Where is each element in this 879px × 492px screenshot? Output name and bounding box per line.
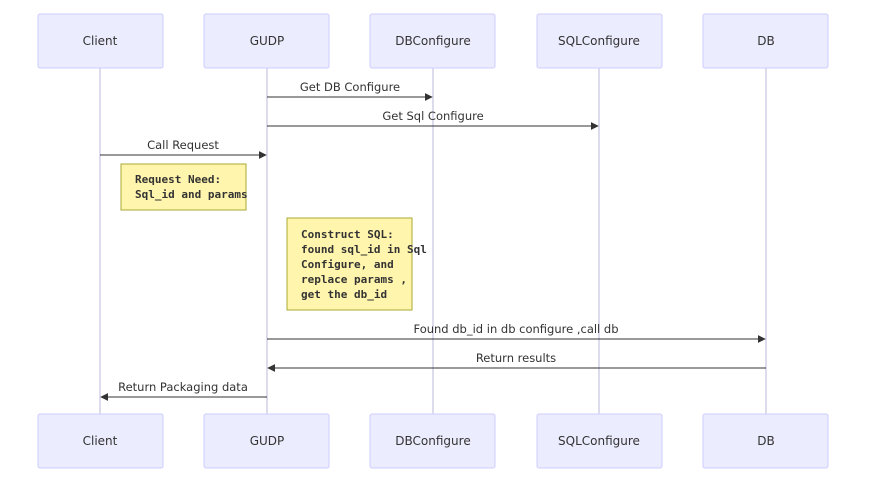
actor-db-top: DB	[702, 13, 829, 69]
actor-db-bottom: DB	[702, 413, 829, 469]
message-return-results: Return results	[267, 351, 766, 372]
actor-gudp-label-top: GUDP	[250, 34, 285, 48]
actor-client-bottom: Client	[37, 413, 164, 469]
message-label: Get Sql Configure	[382, 109, 483, 123]
actor-sqlconfigure-label-top: SQLConfigure	[558, 34, 640, 48]
note-line: Request Need:	[135, 173, 221, 186]
note-line: Sql_id and params	[135, 188, 248, 201]
note-line: Configure, and	[301, 258, 394, 271]
actor-gudp-top: GUDP	[203, 13, 330, 69]
actor-sqlconfigure-top: SQLConfigure	[536, 13, 663, 69]
message-label: Get DB Configure	[300, 80, 400, 94]
actor-sqlconfigure-bottom: SQLConfigure	[536, 413, 663, 469]
message-label: Return results	[476, 351, 556, 365]
message-found-db-id: Found db_id in db configure ,call db	[267, 322, 766, 343]
message-return-packaging-data: Return Packaging data	[100, 380, 267, 401]
actor-sqlconfigure-label-bottom: SQLConfigure	[558, 434, 640, 448]
actor-client-top: Client	[37, 13, 164, 69]
message-get-sql-configure: Get Sql Configure	[267, 109, 599, 130]
actor-client-label-top: Client	[83, 34, 118, 48]
note-line: Construct SQL:	[301, 228, 394, 241]
actor-dbconfigure-label-bottom: DBConfigure	[395, 434, 470, 448]
actor-gudp-bottom: GUDP	[203, 413, 330, 469]
message-label: Found db_id in db configure ,call db	[413, 322, 618, 336]
message-get-db-configure: Get DB Configure	[267, 80, 433, 101]
note-line: replace params ,	[301, 273, 407, 286]
message-label: Return Packaging data	[118, 380, 248, 394]
actor-db-label-top: DB	[757, 34, 774, 48]
actor-db-label-bottom: DB	[757, 434, 774, 448]
message-call-request: Call Request	[100, 138, 267, 159]
actor-dbconfigure-bottom: DBConfigure	[369, 413, 496, 469]
actor-gudp-label-bottom: GUDP	[250, 434, 285, 448]
message-label: Call Request	[147, 138, 219, 152]
actor-client-label-bottom: Client	[83, 434, 118, 448]
actor-dbconfigure-label-top: DBConfigure	[395, 34, 470, 48]
actor-dbconfigure-top: DBConfigure	[369, 13, 496, 69]
note-construct-sql: Construct SQL: found sql_id in Sql Confi…	[286, 217, 427, 311]
note-request-need: Request Need: Sql_id and params	[120, 163, 248, 211]
note-line: get the db_id	[301, 288, 387, 301]
note-line: found sql_id in Sql	[301, 243, 427, 256]
